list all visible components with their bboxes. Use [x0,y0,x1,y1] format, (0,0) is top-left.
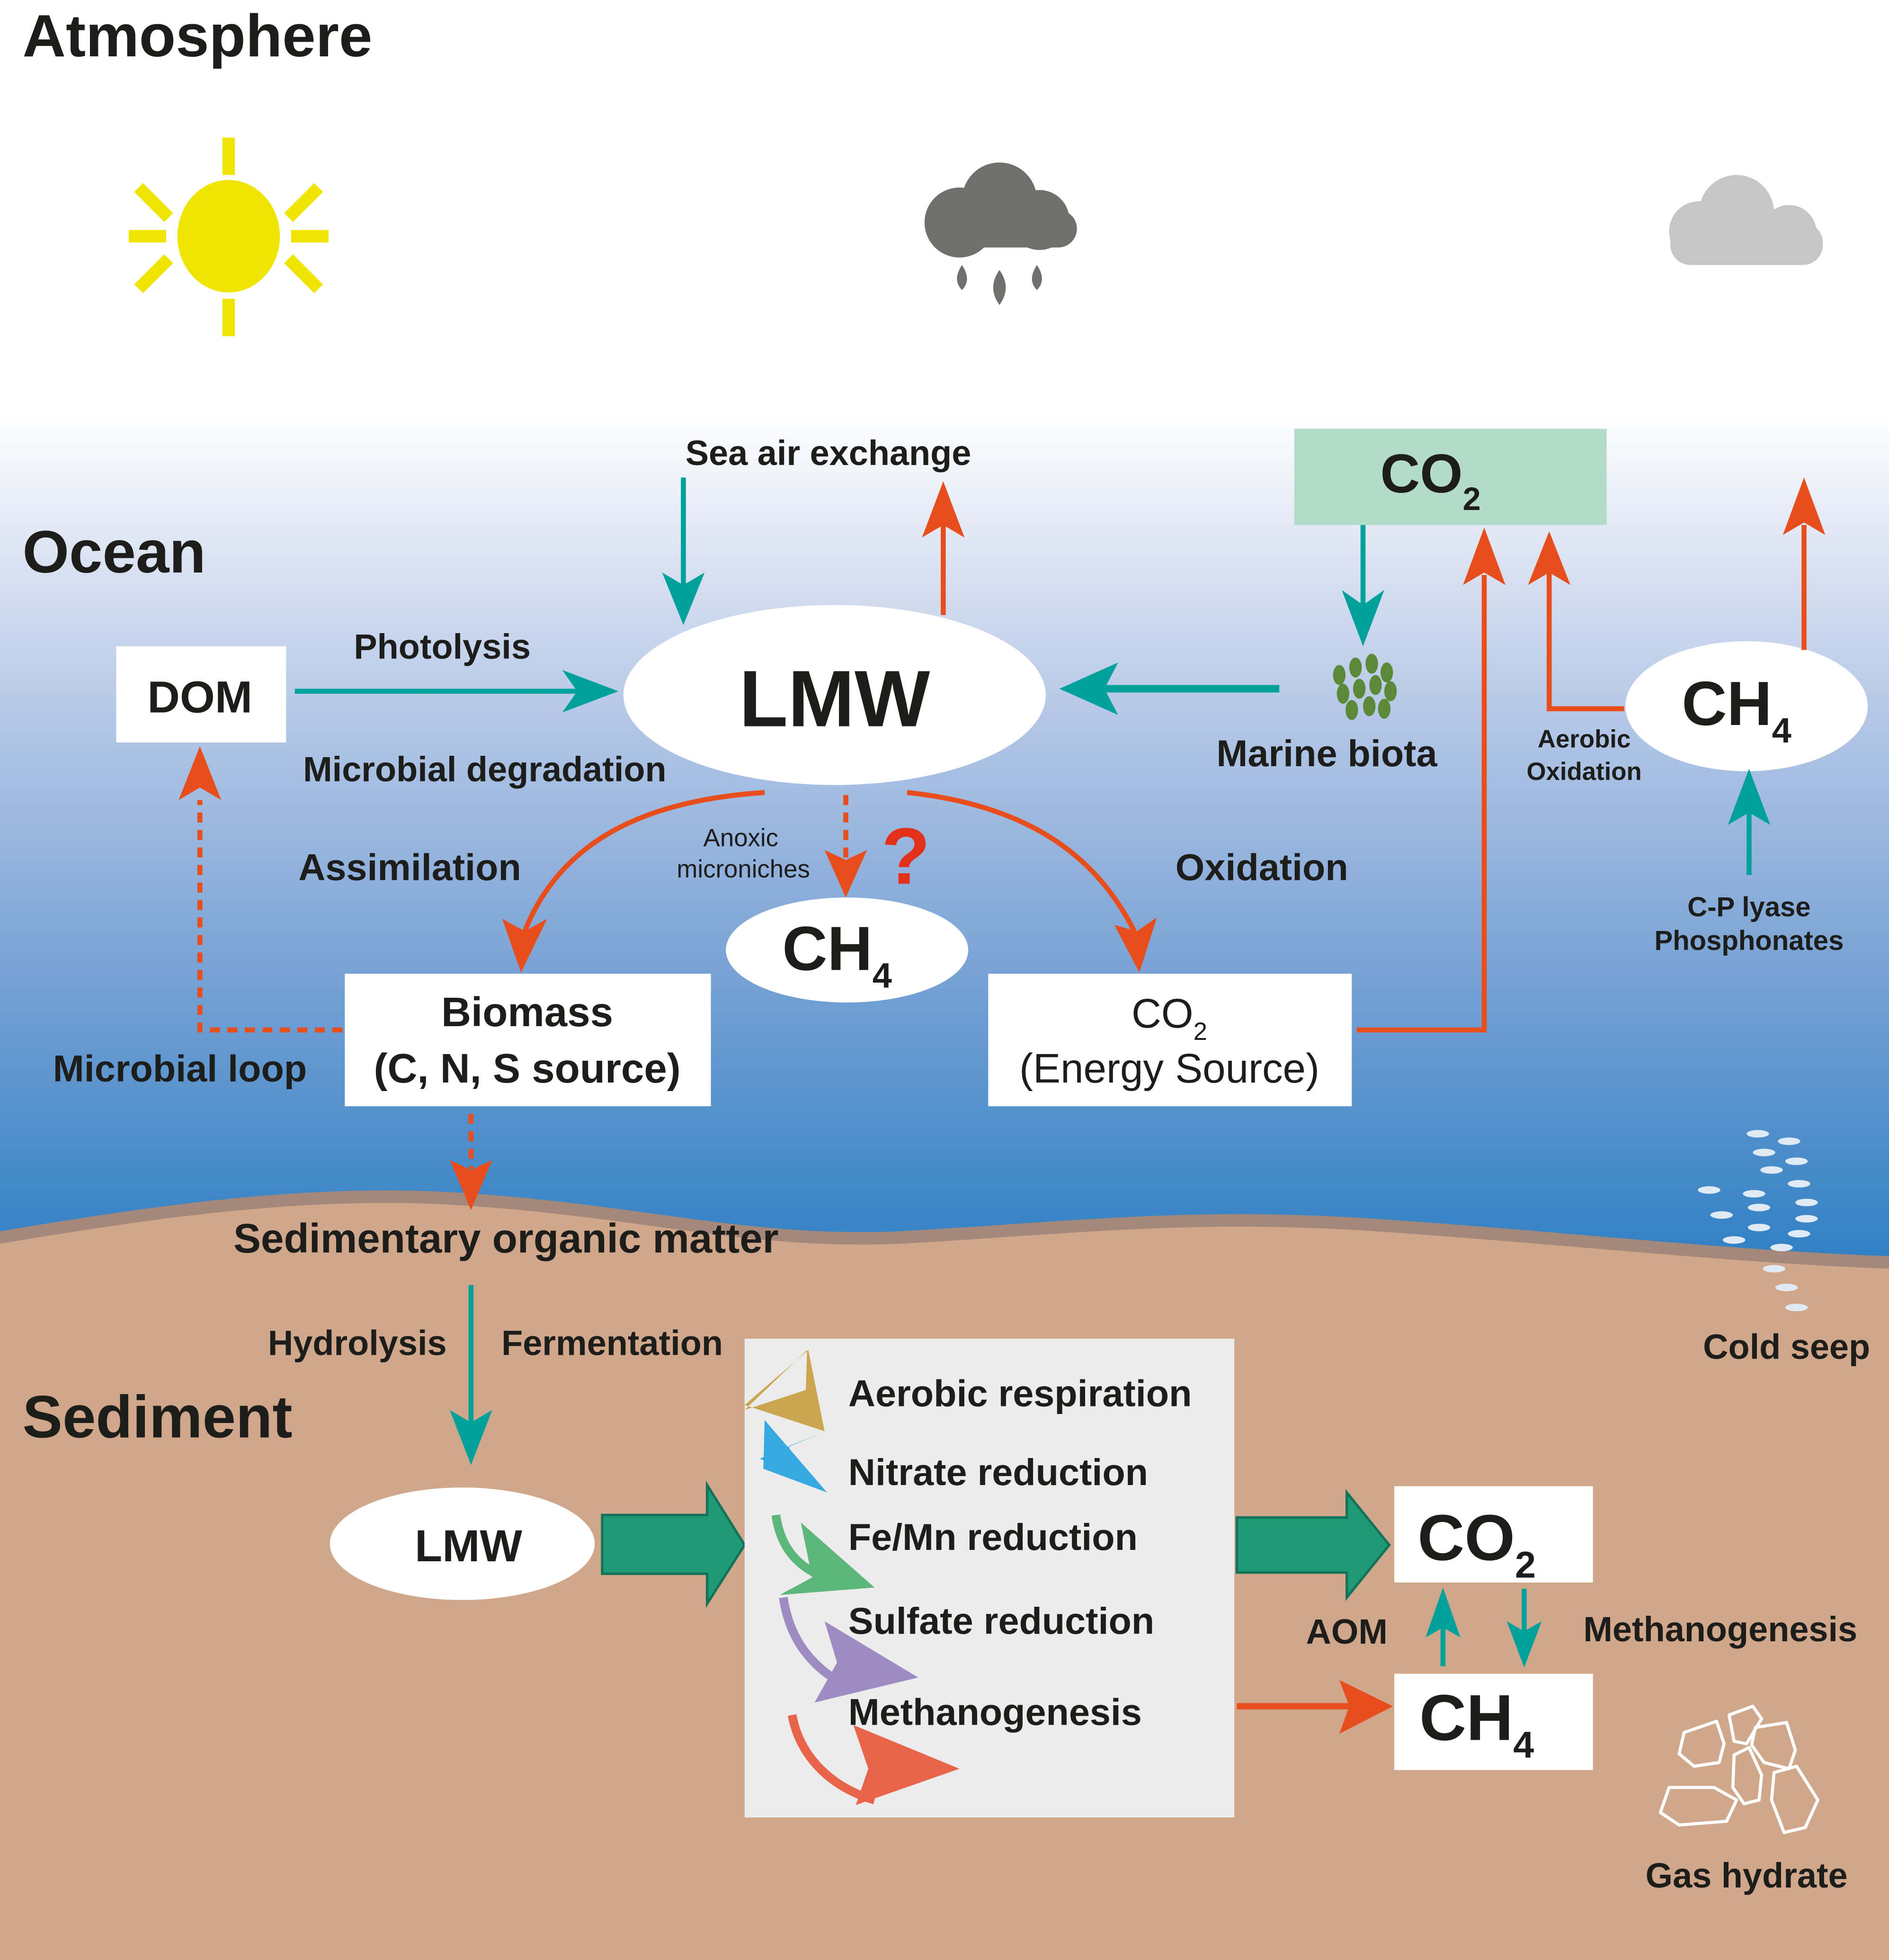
microbial-loop-arrow [178,746,343,1033]
methanogenesis-arrow-head [853,1725,960,1805]
process-label: Aerobic respiration [848,1372,1192,1414]
atmosphere-title: Atmosphere [23,2,373,69]
process-label: Sulfate reduction [848,1600,1154,1642]
marine-biota-label: Marine biota [1216,732,1437,774]
aerobic-respiration-arrow-icon [744,1350,825,1432]
nitrate-reduction-arrow-head [763,1420,827,1493]
methanogenesis-arrow-icon [787,1714,876,1805]
microbial-degradation-label: Microbial degradation [303,750,666,789]
cold-seep-label: Cold seep [1703,1327,1870,1366]
assimilation-label: Assimilation [298,846,521,888]
sulfate-reduction-arrow-head [814,1621,918,1703]
cp-lyase-arrow [1728,769,1771,875]
dom-box [116,646,286,743]
marine-biota-icon [1333,653,1397,720]
co2-to-biota-arrow [1342,525,1384,646]
co2-atmosphere-box [1294,429,1607,525]
lmw-to-processes-arrow [601,1480,746,1608]
co2-atmosphere-label: CO2 [1380,443,1480,517]
hydrolysis-arrow [450,1285,492,1465]
rain-cloud-icon [924,162,1077,305]
ch4-sediment-label: CH4 [1419,1682,1534,1765]
ch4-water-ellipse [726,897,969,1003]
gas-hydrate-label: Gas hydrate [1646,1856,1848,1895]
ocean-title: Ocean [23,518,206,585]
photolysis-arrow [294,670,619,713]
ch4-surface-ellipse [1625,641,1868,771]
co2-energy-label: CO2 [1132,991,1207,1046]
lmw-ocean-label: LMW [739,654,930,743]
photolysis-label: Photolysis [354,627,531,666]
co2-energy-box [988,974,1352,1107]
sea-air-out-arrow [922,481,965,615]
aerobic-oxidation-arrow [1528,531,1624,711]
lmw-sediment-label: LMW [415,1521,522,1571]
cold-seep-bubbles-icon [1698,1130,1818,1312]
sedimentary-organic-matter-label: Sedimentary organic matter [233,1216,779,1262]
cloud-icon [1669,175,1823,265]
process-label: Fe/Mn reduction [848,1516,1138,1558]
fe-mn-reduction-arrow-head [779,1522,875,1595]
sediment-title: Sediment [23,1383,293,1450]
gas-hydrate-icon [1658,1704,1819,1835]
aom-label: AOM [1306,1612,1388,1651]
fermentation-label: Fermentation [501,1323,723,1362]
methanogenesis-sediment-arrow [1506,1589,1542,1668]
process-label: Nitrate reduction [848,1451,1148,1493]
hydrolysis-label: Hydrolysis [268,1323,447,1362]
co2-sediment-label: CO2 [1417,1502,1536,1585]
biomass-label: Biomass(C, N, S source) [374,989,680,1092]
oxidation-arrow [907,790,1157,973]
co2-energy-source-label: (Energy Source) [1019,1046,1319,1092]
co2-sediment-box [1394,1486,1593,1583]
microbial-loop-label: Microbial loop [53,1047,307,1089]
methanogenesis-sediment-label: Methanogenesis [1583,1610,1857,1649]
anoxic-methanogenesis-arrow [824,795,867,898]
ch4-to-atmosphere-arrow [1782,477,1826,650]
oxidation-label: Oxidation [1176,846,1348,888]
biomass-box [345,974,711,1107]
biota-to-lmw-arrow [1059,662,1280,715]
co2-to-atmosphere-arrow [1356,527,1506,1033]
ch4-sediment-box [1394,1674,1593,1770]
question-mark: ? [882,811,930,901]
process-label: Methanogenesis [848,1691,1142,1733]
lmw-ocean-ellipse [623,605,1046,785]
aom-arrow [1425,1587,1461,1666]
lmw-sediment-ellipse [330,1487,595,1600]
assimilation-arrow [502,790,765,973]
ch4-water-label: CH4 [782,913,892,995]
ch4-surface-label: CH4 [1682,669,1791,750]
sea-air-in-arrow [662,477,705,625]
processes-to-ch4-arrow [1237,1680,1393,1734]
sun-icon [128,137,329,337]
sea-air-exchange-label: Sea air exchange [686,433,971,473]
processes-to-co2-arrow [1235,1489,1391,1601]
dom-label: DOM [147,672,252,723]
